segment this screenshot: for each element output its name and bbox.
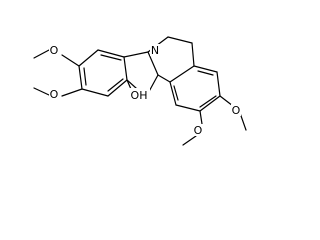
nitrogen-label: N xyxy=(151,44,159,57)
ring-a-bonds xyxy=(78,49,128,97)
oxygen-label-upper-left: O xyxy=(50,44,59,57)
hydroxyl-label: OH xyxy=(131,89,148,102)
oxygen-label-lower-left: O xyxy=(50,88,59,101)
left-methoxy-bonds xyxy=(33,49,83,97)
molecule-canvas: N OH O O O O xyxy=(33,36,247,146)
ring-d-bonds xyxy=(169,65,221,112)
oxygen-label-bottom: O xyxy=(194,124,203,137)
ring-c-bonds xyxy=(147,36,195,83)
oxygen-label-right: O xyxy=(232,104,241,117)
structure-drawing: N OH O O O O xyxy=(33,36,247,146)
